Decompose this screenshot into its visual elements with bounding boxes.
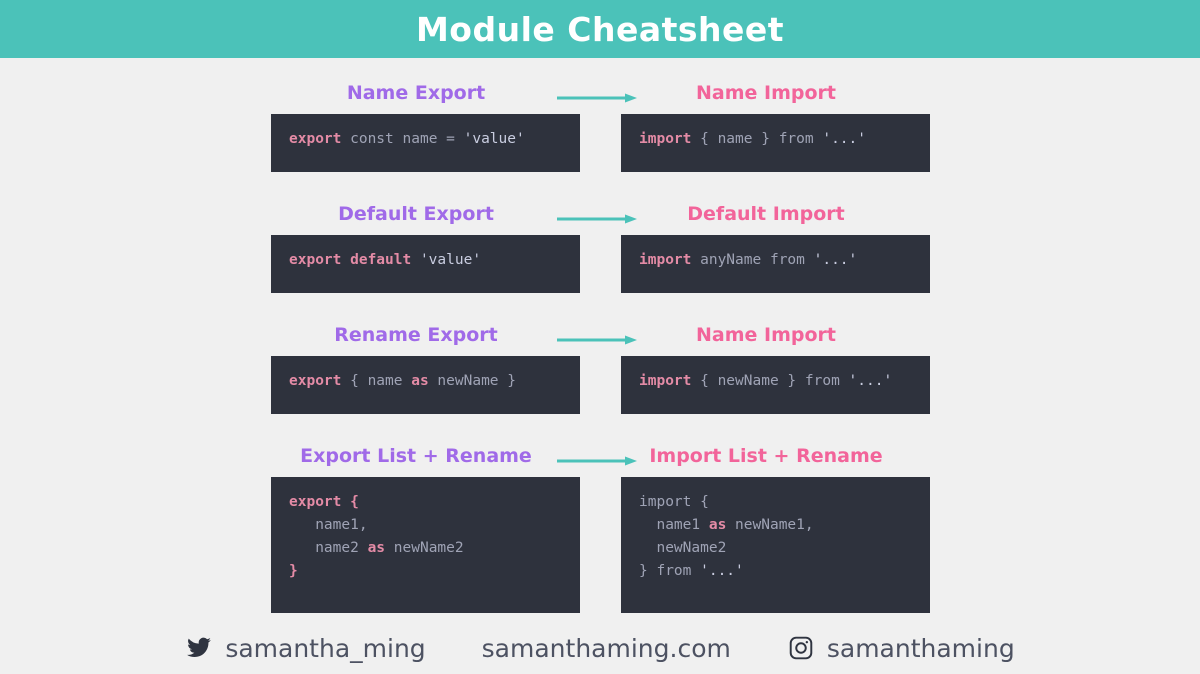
import-code-block: import anyName from '...' <box>621 235 930 293</box>
row-labels: Default Export Default Import <box>271 203 931 231</box>
page-header: Module Cheatsheet <box>0 0 1200 58</box>
footer-instagram[interactable]: samanthaming <box>787 634 1015 663</box>
row-labels: Rename Export Name Import <box>271 324 931 352</box>
footer: samantha_ming samanthaming.com samantham… <box>0 622 1200 674</box>
arrow-right-icon <box>557 214 637 224</box>
export-label: Default Export <box>338 203 494 225</box>
row-rename: Rename Export Name Import export { name … <box>271 324 931 414</box>
footer-twitter[interactable]: samantha_ming <box>185 633 426 663</box>
export-code-block: export { name1, name2 as newName2 } <box>271 477 580 613</box>
export-label: Name Export <box>346 82 486 104</box>
footer-website-label: samanthaming.com <box>481 633 731 663</box>
page-title: Module Cheatsheet <box>415 9 785 49</box>
export-label: Export List + Rename <box>300 445 532 467</box>
import-code-block: import { name } from '...' <box>621 114 930 172</box>
instagram-icon <box>787 634 815 662</box>
row-name: Name Export Name Import export const nam… <box>271 82 931 172</box>
import-label: Name Import <box>696 324 836 346</box>
arrow-right-icon <box>557 456 637 466</box>
import-label: Name Import <box>696 82 836 104</box>
row-default: Default Export Default Import export def… <box>271 203 931 293</box>
footer-twitter-label: samantha_ming <box>225 633 426 663</box>
arrow-right-icon <box>557 335 637 345</box>
export-code-block: export const name = 'value' <box>271 114 580 172</box>
row-labels: Name Export Name Import <box>271 82 931 110</box>
row-labels: Export List + Rename Import List + Renam… <box>271 445 931 473</box>
import-label: Import List + Rename <box>649 445 883 467</box>
arrow-right-icon <box>557 93 637 103</box>
export-code-block: export default 'value' <box>271 235 580 293</box>
import-label: Default Import <box>687 203 845 225</box>
import-code-block: import { newName } from '...' <box>621 356 930 414</box>
twitter-icon <box>185 634 213 662</box>
footer-instagram-label: samanthaming <box>826 633 1015 663</box>
footer-website[interactable]: samanthaming.com <box>482 634 731 663</box>
export-code-block: export { name as newName } <box>271 356 580 414</box>
export-label: Rename Export <box>334 324 498 346</box>
row-list-rename: Export List + Rename Import List + Renam… <box>271 445 931 613</box>
import-code-block: import { name1 as newName1, newName2 } f… <box>621 477 930 613</box>
